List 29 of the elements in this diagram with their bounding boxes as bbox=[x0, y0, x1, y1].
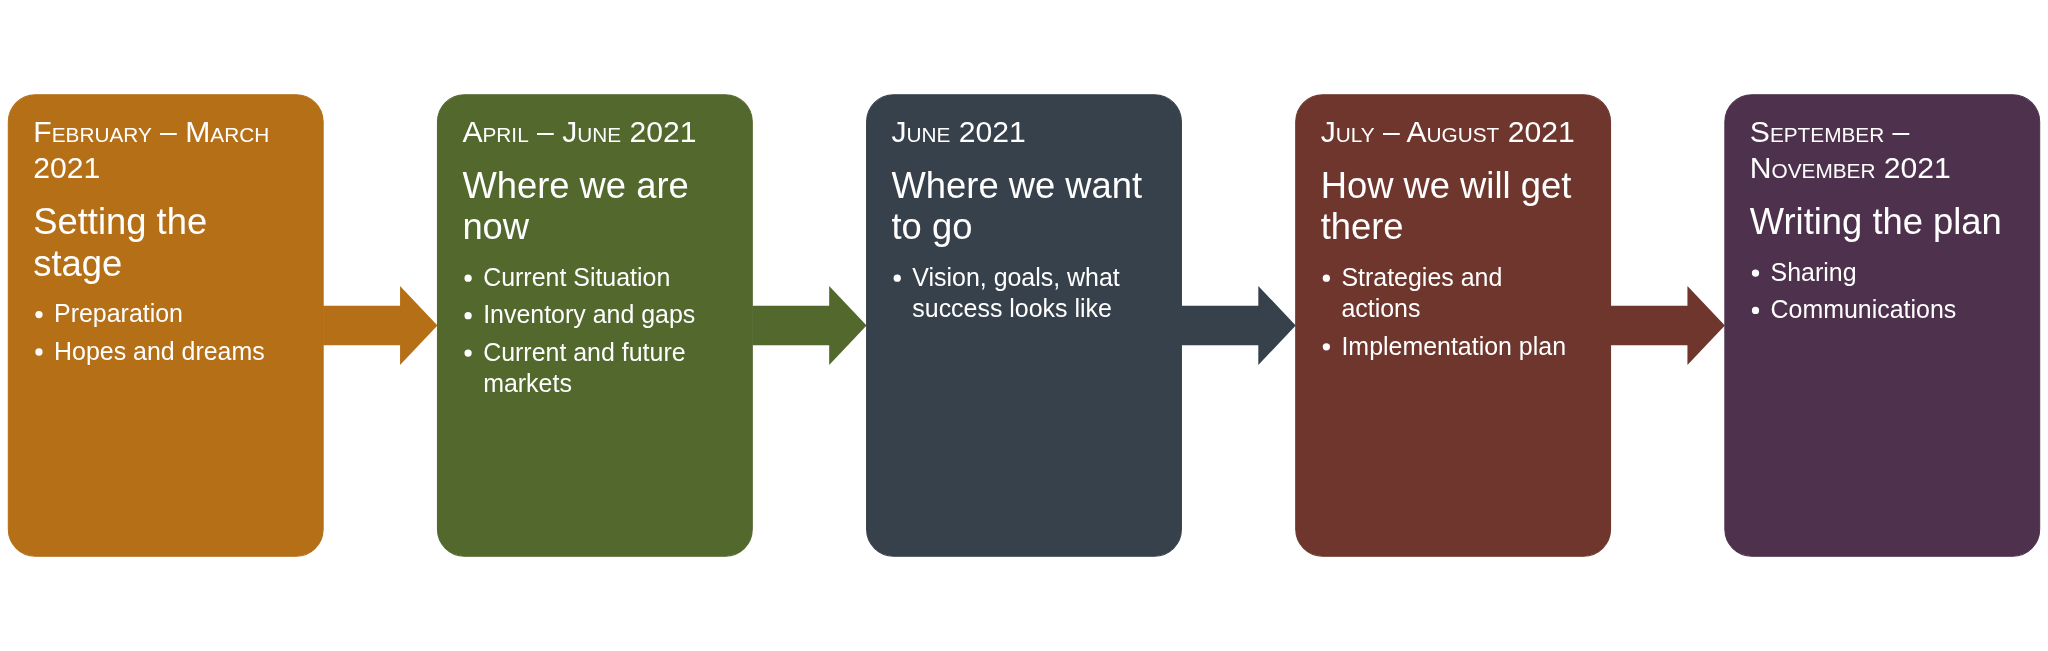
stage-title: Writing the plan bbox=[1749, 200, 2002, 243]
stage-box bbox=[436, 94, 753, 557]
bullet-text: Current and future markets bbox=[483, 337, 687, 400]
date-heading: July – August 2021 bbox=[1320, 113, 1575, 150]
stage-box bbox=[1295, 94, 1612, 557]
stage-box bbox=[866, 94, 1182, 557]
block-arrow bbox=[1610, 286, 1725, 365]
bullet-text: Current Situation bbox=[483, 262, 671, 294]
bullet-text: Implementation plan bbox=[1341, 331, 1566, 363]
stage-title: Where we are now bbox=[462, 164, 690, 248]
bullet-text: Hopes and dreams bbox=[54, 336, 265, 368]
bullet-text: Sharing bbox=[1770, 256, 1857, 288]
stage-title: Where we want to go bbox=[891, 164, 1144, 248]
bullet-text: Vision, goals, what success looks like bbox=[912, 262, 1121, 325]
date-heading: April – June 2021 bbox=[462, 113, 697, 150]
stage-box bbox=[1724, 94, 2041, 557]
date-heading: September – November 2021 bbox=[1749, 113, 1952, 186]
date-heading: February – March 2021 bbox=[33, 113, 271, 186]
bullet-text: Strategies and actions bbox=[1341, 262, 1504, 325]
bullet-text: Preparation bbox=[54, 298, 183, 330]
stage-title: Setting the stage bbox=[33, 200, 209, 285]
stage-box bbox=[7, 94, 324, 557]
block-arrow bbox=[323, 286, 438, 365]
block-arrow bbox=[752, 286, 867, 365]
block-arrow bbox=[1181, 286, 1296, 365]
bullet-text: Communications bbox=[1770, 294, 1957, 326]
date-heading: June 2021 bbox=[891, 113, 1026, 150]
stage-title: How we will get there bbox=[1320, 164, 1573, 248]
bullet-text: Inventory and gaps bbox=[483, 299, 696, 331]
